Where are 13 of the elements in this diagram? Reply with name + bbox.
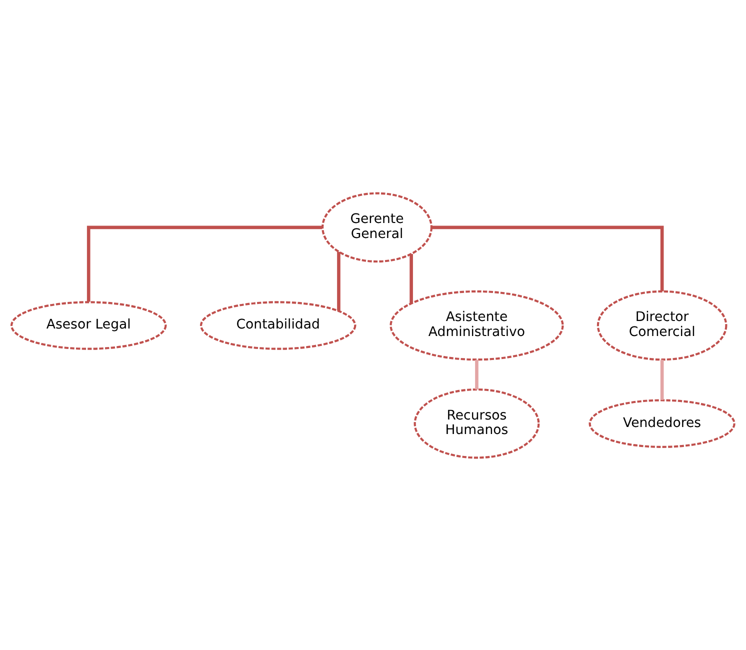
connector	[86, 225, 322, 302]
node-ellipse: Contabilidad	[200, 300, 356, 350]
node-ellipse: Asesor Legal	[10, 300, 167, 350]
node-ellipse: Gerente General	[322, 192, 432, 262]
node-ellipse: Vendedores	[588, 398, 736, 448]
node-ellipse: Recursos Humanos	[414, 388, 540, 458]
connector	[660, 359, 664, 400]
node-ellipse: Asistente Administrativo	[390, 290, 564, 360]
connector	[410, 253, 413, 303]
connector	[475, 359, 478, 389]
node-ellipse: Director Comercial	[596, 290, 728, 360]
connector	[432, 225, 664, 291]
connector	[337, 251, 340, 310]
